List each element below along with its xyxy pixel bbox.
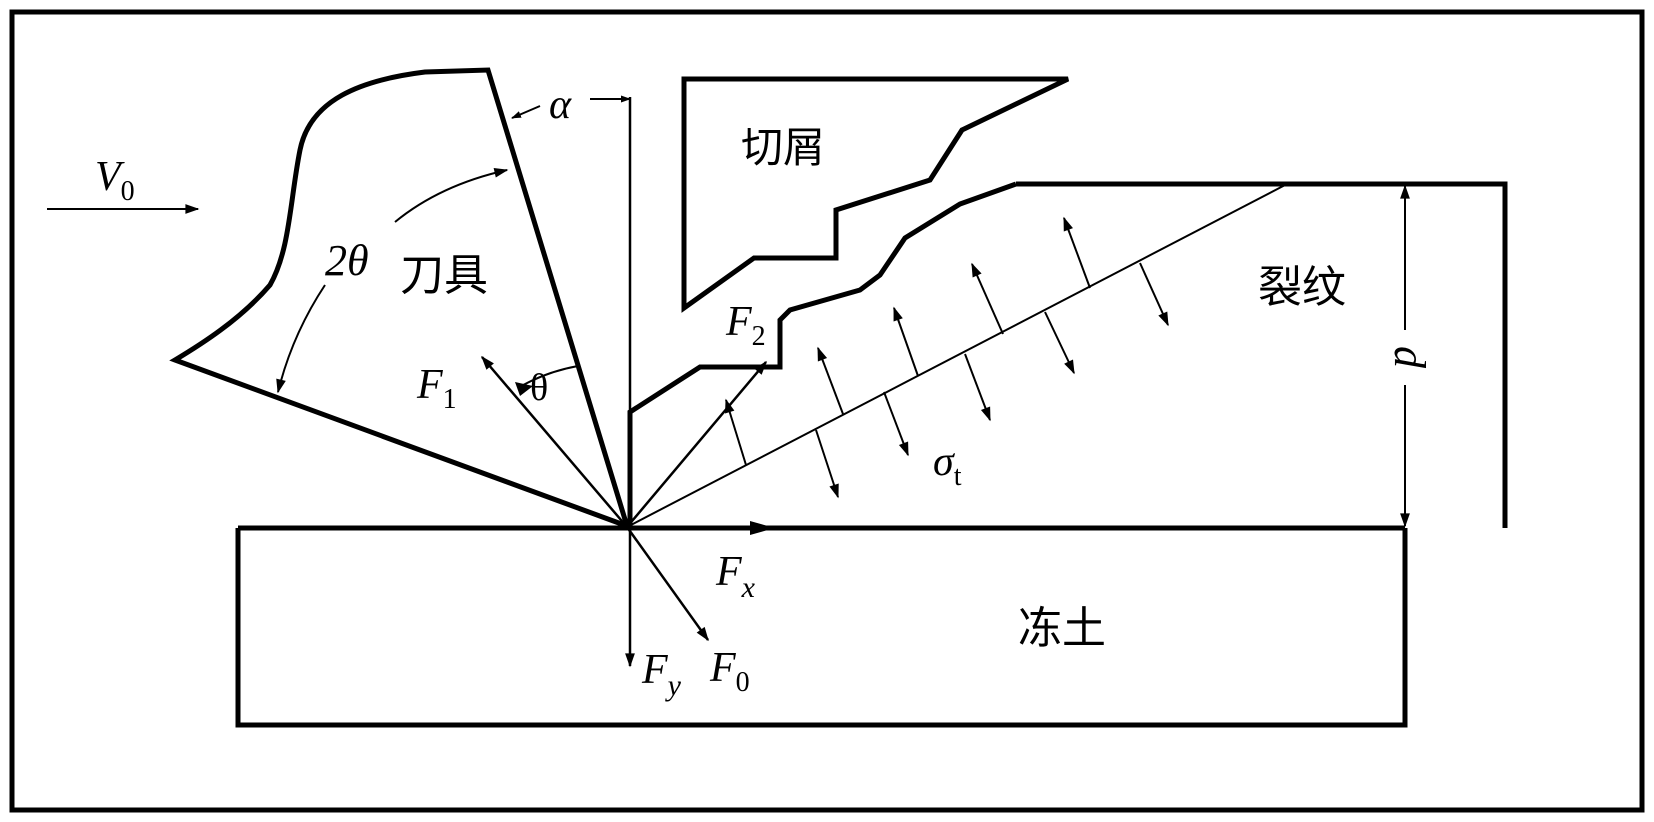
chip-label: 切屑 [741, 123, 825, 172]
fx-label: Fx [715, 549, 756, 604]
alpha-arrow-left [511, 105, 541, 119]
outer-frame [9, 9, 1645, 813]
tool-label: 刀具 [400, 250, 488, 301]
frozen-soil-block [235, 525, 1408, 728]
f2-label: F2 [725, 299, 766, 352]
sigma-t-label: σt [933, 439, 962, 492]
uncut-soil-outline [627, 181, 1508, 528]
v0-label: V0 [95, 154, 135, 207]
f2-vector [626, 360, 767, 528]
tool-outline [169, 67, 631, 531]
two-theta-arc-upper [394, 167, 509, 223]
f1-label: F1 [416, 362, 457, 415]
theta-label: θ [530, 367, 548, 409]
f0-vector [625, 526, 710, 642]
surface-arrowhead [750, 521, 775, 535]
alpha-label: α [549, 82, 572, 128]
stress-arrows [725, 216, 1169, 499]
frozen-soil-label: 冻土 [1018, 603, 1106, 654]
f1-vector [481, 355, 628, 528]
depth-label: d [1385, 346, 1434, 369]
f0-label: F0 [709, 645, 750, 698]
crack-line [626, 183, 1288, 528]
two-theta-label: 2θ [325, 236, 369, 285]
crack-label: 裂纹 [1258, 262, 1346, 313]
theta-arrowhead [515, 382, 533, 396]
two-theta-arc-lower [276, 284, 326, 394]
fy-label: Fy [641, 647, 682, 702]
chip-outline [681, 76, 1070, 313]
